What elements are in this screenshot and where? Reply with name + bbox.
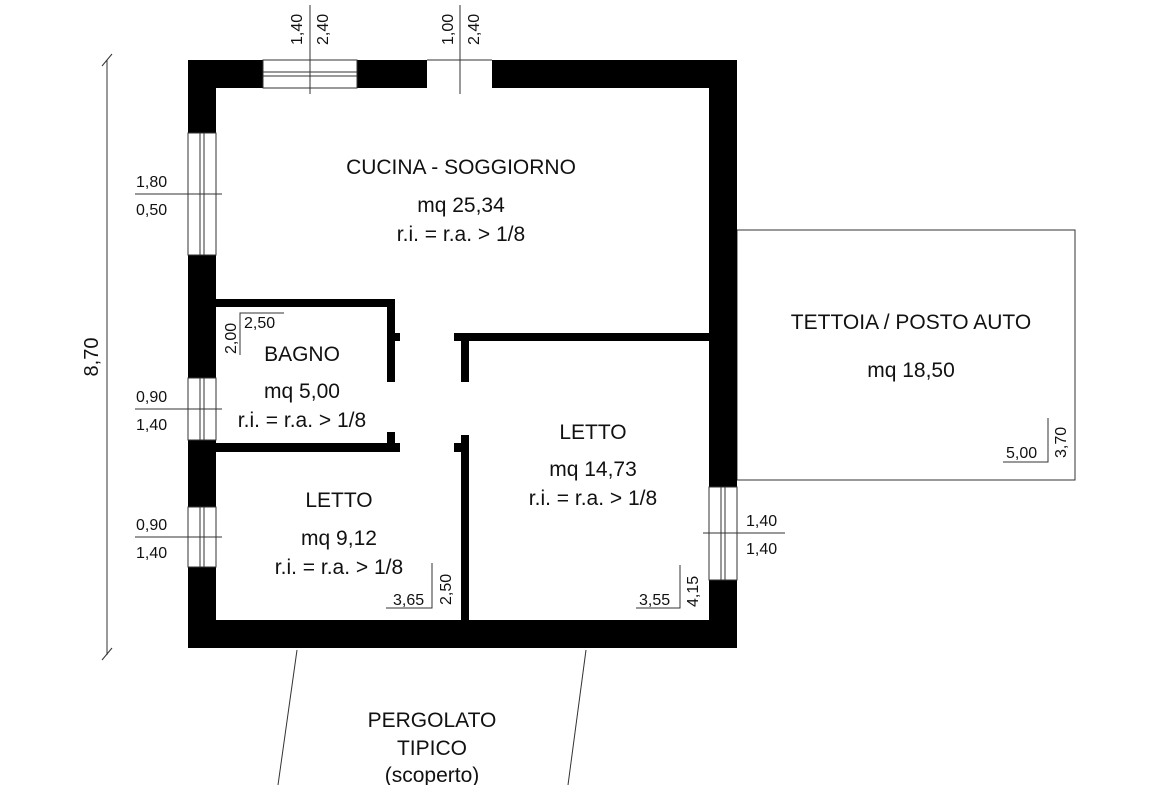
right-window-bottom: 1,40 bbox=[746, 541, 777, 558]
room-dim-width: 2,50 bbox=[244, 315, 275, 332]
room-dim-width: 3,65 bbox=[393, 592, 424, 609]
room-dim-width: 3,55 bbox=[639, 592, 670, 609]
room-area: mq 25,34 bbox=[417, 194, 505, 217]
overall-dimension: 8,70 bbox=[81, 53, 113, 661]
windows bbox=[135, 5, 1049, 609]
room-area: mq 14,73 bbox=[549, 458, 637, 481]
pergola-label-2: TIPICO bbox=[397, 737, 467, 760]
tettoia-outline bbox=[736, 229, 1076, 481]
room-dim-height: 3,70 bbox=[1053, 427, 1070, 458]
room-name: TETTOIA / POSTO AUTO bbox=[791, 311, 1031, 334]
walls bbox=[188, 60, 737, 648]
top-window-width: 1,40 bbox=[289, 14, 306, 45]
room-area: mq 5,00 bbox=[264, 380, 340, 403]
room-name: BAGNO bbox=[264, 343, 340, 366]
left-window-3-bottom: 1,40 bbox=[136, 545, 167, 562]
top-window-height: 2,40 bbox=[315, 14, 332, 45]
top-door-width: 1,00 bbox=[440, 14, 457, 45]
area-pergolato: PERGOLATO TIPICO (scoperto) bbox=[368, 709, 497, 785]
left-window-3-top: 0,90 bbox=[136, 517, 167, 534]
room-dim-height: 2,00 bbox=[223, 323, 240, 354]
top-door-height: 2,40 bbox=[466, 14, 483, 45]
room-ratio: r.i. = r.a. > 1/8 bbox=[397, 223, 525, 246]
room-dim-height: 4,15 bbox=[685, 576, 702, 607]
room-name: LETTO bbox=[559, 421, 626, 444]
pergola-line-left bbox=[277, 649, 298, 785]
room-ratio: r.i. = r.a. > 1/8 bbox=[529, 487, 657, 510]
left-window-2-bottom: 1,40 bbox=[136, 417, 167, 434]
left-window-2-top: 0,90 bbox=[136, 389, 167, 406]
room-area: mq 18,50 bbox=[867, 359, 955, 382]
left-window-1-top: 1,80 bbox=[136, 174, 167, 191]
room-dim-height: 2,50 bbox=[438, 574, 455, 605]
pergola-label-1: PERGOLATO bbox=[368, 709, 497, 732]
pergola-line-right bbox=[567, 649, 587, 785]
area-tettoia: TETTOIA / POSTO AUTO mq 18,50 5,00 3,70 bbox=[791, 311, 1070, 462]
room-name: LETTO bbox=[305, 489, 372, 512]
room-cucina-soggiorno: CUCINA - SOGGIORNO mq 25,34 r.i. = r.a. … bbox=[346, 156, 576, 246]
room-bagno: BAGNO mq 5,00 r.i. = r.a. > 1/8 2,50 2,0… bbox=[223, 315, 366, 432]
pergola-label-3: (scoperto) bbox=[385, 764, 480, 785]
room-ratio: r.i. = r.a. > 1/8 bbox=[238, 409, 366, 432]
overall-depth-label: 8,70 bbox=[81, 338, 103, 377]
left-window-1-bottom: 0,50 bbox=[136, 202, 167, 219]
right-window-top: 1,40 bbox=[746, 513, 777, 530]
room-ratio: r.i. = r.a. > 1/8 bbox=[275, 556, 403, 579]
room-letto-small: LETTO mq 9,12 r.i. = r.a. > 1/8 3,65 2,5… bbox=[275, 489, 455, 609]
room-area: mq 9,12 bbox=[301, 527, 377, 550]
room-dim-width: 5,00 bbox=[1006, 445, 1037, 462]
room-letto-large: LETTO mq 14,73 r.i. = r.a. > 1/8 3,55 4,… bbox=[529, 421, 702, 609]
room-name: CUCINA - SOGGIORNO bbox=[346, 156, 576, 179]
